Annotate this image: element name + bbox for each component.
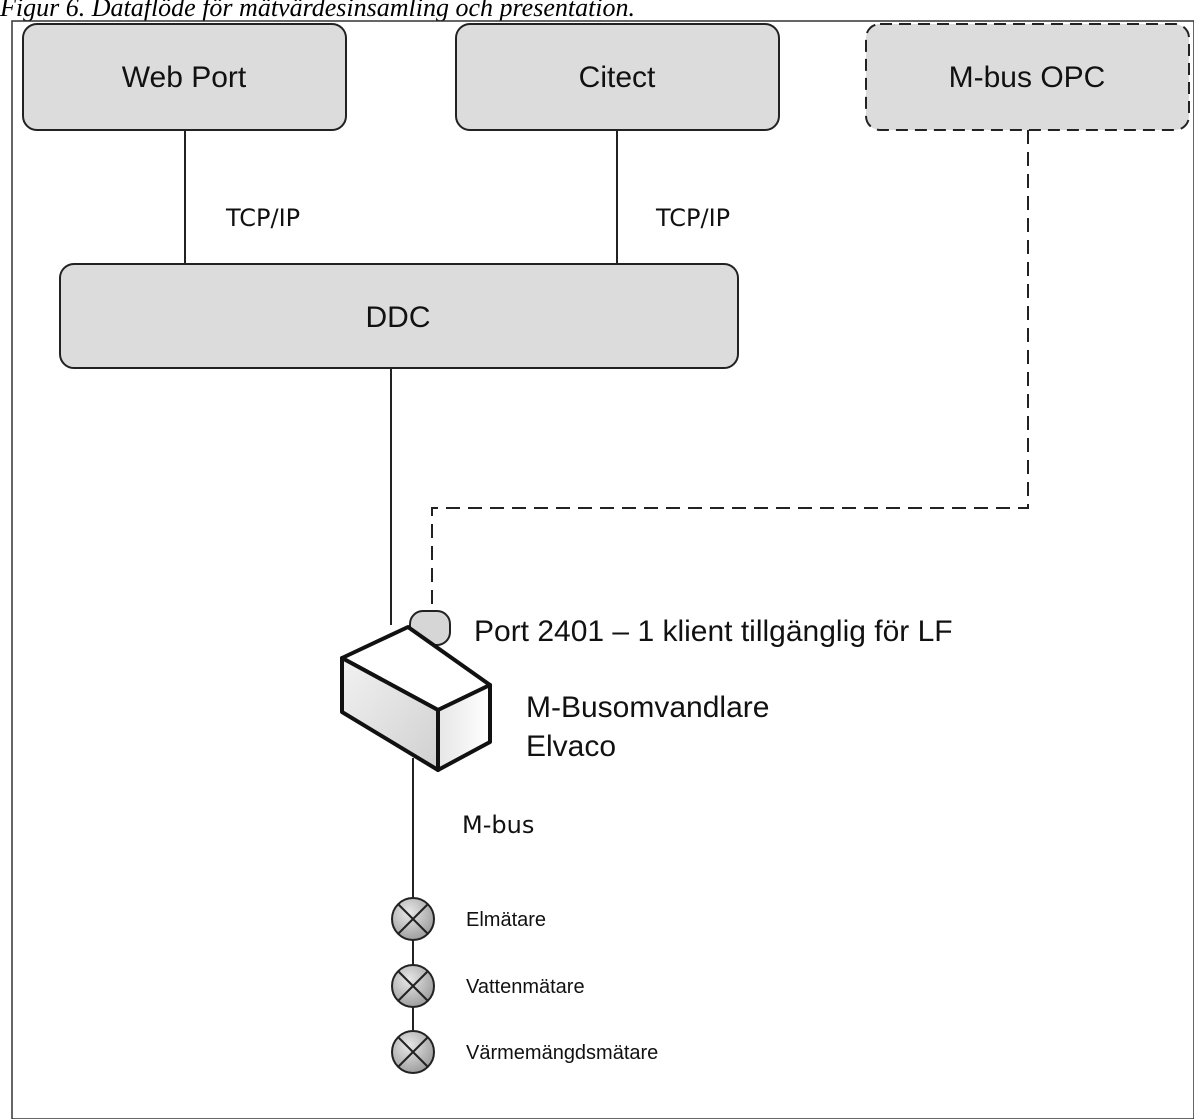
citect-label: Citect bbox=[579, 61, 656, 94]
meter-icon-3 bbox=[391, 1030, 435, 1074]
converter-label-line1: M-Busomvandlare bbox=[526, 691, 769, 724]
meter-label-2: Vattenmätare bbox=[466, 976, 585, 998]
port-label: Port 2401 – 1 klient tillgänglig för LF bbox=[474, 615, 953, 648]
figure-caption: Figur 6. Dataflöde för mätvärdesinsamlin… bbox=[0, 0, 636, 22]
meter-icon-2 bbox=[391, 964, 435, 1008]
ddc-label: DDC bbox=[366, 301, 431, 334]
mbus-opc-label: M-bus OPC bbox=[949, 61, 1106, 94]
web-port-box bbox=[22, 23, 347, 131]
converter-label-line2: Elvaco bbox=[526, 730, 616, 763]
meter-label-1: Elmätare bbox=[466, 909, 546, 931]
meter-label-3: Värmemängdsmätare bbox=[466, 1042, 658, 1064]
tcp-ip-right-label: TCP/IP bbox=[655, 204, 730, 232]
tcp-ip-left-label: TCP/IP bbox=[225, 204, 300, 232]
meter-icon-1 bbox=[391, 897, 435, 941]
ddc-box bbox=[59, 263, 739, 369]
mbus-opc-box bbox=[865, 23, 1190, 131]
line-mbusopc-port-dashed bbox=[431, 130, 1029, 612]
figure-frame bbox=[11, 20, 1194, 1119]
mbus-label: M-bus bbox=[462, 811, 534, 839]
converter-device-icon bbox=[340, 625, 492, 772]
citect-box bbox=[455, 23, 780, 131]
web-port-label: Web Port bbox=[122, 61, 247, 94]
